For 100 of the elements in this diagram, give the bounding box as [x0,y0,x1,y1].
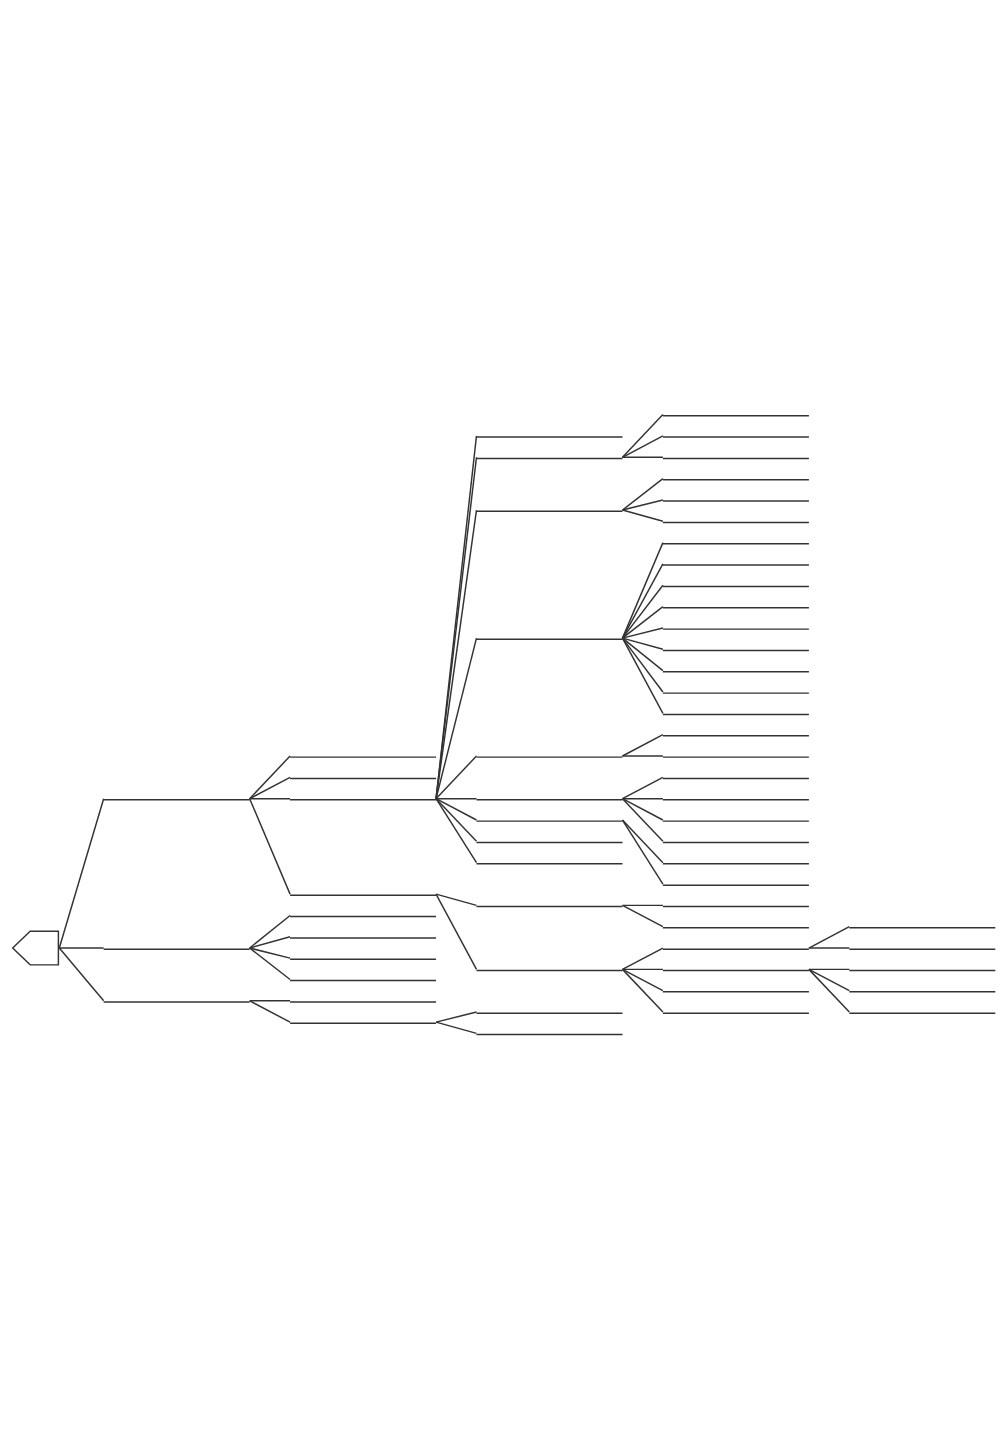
connector [621,968,664,1013]
connector [621,636,664,693]
connector [435,892,478,970]
node-line [475,905,624,907]
connector [621,562,664,639]
connector [621,797,664,821]
connector [248,754,291,799]
connector [248,999,291,1002]
node-line [848,926,997,929]
connector [435,754,478,799]
node-line [289,1000,437,1003]
node-line [662,435,810,438]
connector [58,797,105,949]
connector [621,456,664,458]
connector [435,1020,478,1034]
connector [621,776,664,799]
node-line [289,936,437,939]
connector [248,999,291,1023]
connector [621,636,664,650]
connector [808,946,851,949]
node-line [662,926,810,929]
connector [621,904,664,906]
node-line [662,734,810,736]
connector [435,797,478,799]
connector [621,413,664,458]
connector [808,925,851,949]
connector [248,797,291,799]
node-line [848,990,997,993]
node-line [662,521,810,523]
connector [621,818,664,863]
node-line [475,862,624,865]
node-line [848,947,997,950]
connector [621,797,664,842]
node-line [475,969,624,971]
node-line [662,841,810,843]
connector [621,541,664,639]
node-line [102,798,251,801]
node-line [475,638,624,640]
connector [435,797,478,821]
node-line [662,649,810,651]
node-line [662,990,810,993]
node-line [289,915,437,917]
node-line [662,947,810,950]
node-line [475,509,624,512]
connector [435,1010,478,1023]
node-line [662,542,810,544]
node-line [289,755,437,758]
connector [621,477,664,511]
connector [58,946,105,1002]
connector [808,968,851,1013]
node-line [289,979,437,981]
node-line [475,435,624,438]
connector [435,636,478,799]
node-line [662,969,810,971]
connector [248,914,291,949]
node-line [662,713,810,715]
connector [435,508,478,799]
node-line [662,819,810,822]
connector [58,946,105,949]
node-line [475,819,624,822]
node-line [662,627,810,630]
node-line [662,777,810,779]
node-line [662,862,810,865]
node-line [475,1033,624,1035]
connector [808,968,851,970]
node-line [662,1011,810,1014]
node-line [662,457,810,459]
connector [808,968,851,991]
connector [435,797,478,863]
node-line [289,798,437,801]
connector [248,946,291,980]
node-line [662,585,810,587]
connector [435,797,478,842]
connector [621,754,664,757]
connector [248,935,291,949]
node-line [662,670,810,672]
connector [248,797,291,895]
connector [621,733,664,757]
node-line [662,478,810,480]
node-line [475,457,624,459]
connector [621,434,664,458]
node-line [102,1000,251,1003]
node-line [662,755,810,758]
connector [621,498,664,511]
connector [621,968,664,991]
node-line [662,798,810,801]
node-line [662,563,810,566]
node-line [289,777,437,779]
connector [621,605,664,639]
node-line [289,894,437,896]
node-line [662,606,810,608]
node-line [475,841,624,843]
node-line [848,1011,997,1014]
connector [621,626,664,639]
connector [621,636,664,671]
node-line [289,958,437,960]
connector [621,584,664,639]
connector [621,946,664,970]
node-pentagon [11,929,60,966]
connector [435,892,478,906]
